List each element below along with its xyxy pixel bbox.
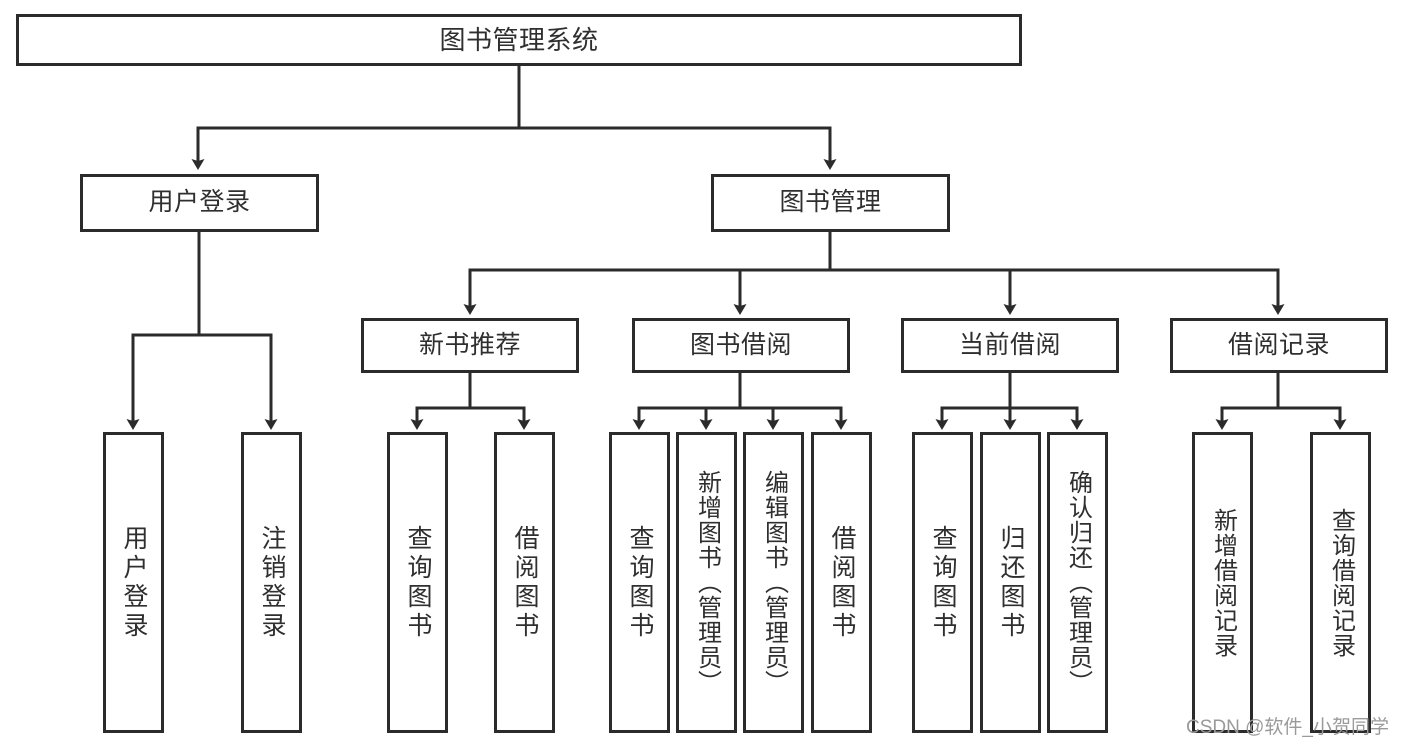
- leaf-logout[interactable]: 注销登录: [241, 432, 302, 733]
- leaf-return-book[interactable]: 归还图书: [980, 432, 1041, 733]
- node-borrow-records[interactable]: 借阅记录: [1170, 318, 1388, 373]
- leaf-borrow-book[interactable]: 借阅图书: [811, 432, 872, 733]
- node-label: 用户登录: [148, 188, 251, 217]
- node-label: 注销登录: [258, 524, 286, 641]
- watermark: CSDN @软件_小贺同学: [1186, 717, 1389, 738]
- node-label: 编辑图书（管理员）: [760, 470, 788, 695]
- leaf-borrow-book-recommend[interactable]: 借阅图书: [494, 432, 555, 733]
- node-new-book-recommend[interactable]: 新书推荐: [361, 318, 579, 373]
- node-book-borrow[interactable]: 图书借阅: [632, 318, 850, 373]
- node-root-system[interactable]: 图书管理系统: [16, 14, 1022, 66]
- node-label: 查询图书: [929, 524, 957, 641]
- node-label: 查询图书: [404, 524, 432, 641]
- leaf-add-borrow-record[interactable]: 新增借阅记录: [1192, 432, 1253, 733]
- node-label: 查询图书: [626, 524, 654, 641]
- leaf-query-book-current[interactable]: 查询图书: [912, 432, 973, 733]
- node-label: 当前借阅: [958, 330, 1061, 359]
- node-label: 图书管理系统: [439, 24, 599, 55]
- leaf-edit-book-admin[interactable]: 编辑图书（管理员）: [743, 432, 804, 733]
- leaf-user-login[interactable]: 用户登录: [103, 432, 164, 733]
- node-label: 确认归还（管理员）: [1064, 470, 1092, 695]
- leaf-query-book-recommend[interactable]: 查询图书: [387, 432, 448, 733]
- node-label: 借阅图书: [828, 524, 856, 641]
- node-label: 查询借阅记录: [1327, 507, 1355, 658]
- node-label: 归还图书: [997, 524, 1025, 641]
- node-label: 借阅记录: [1227, 330, 1330, 359]
- node-current-borrow[interactable]: 当前借阅: [901, 318, 1119, 373]
- node-label: 新增借阅记录: [1209, 507, 1237, 658]
- leaf-query-book-borrow[interactable]: 查询图书: [609, 432, 670, 733]
- leaf-add-book-admin[interactable]: 新增图书（管理员）: [676, 432, 737, 733]
- node-label: 图书管理: [779, 188, 882, 217]
- node-label: 用户登录: [120, 524, 148, 641]
- leaf-query-borrow-record[interactable]: 查询借阅记录: [1310, 432, 1371, 733]
- node-user-login[interactable]: 用户登录: [80, 174, 319, 232]
- node-label: 借阅图书: [511, 524, 539, 641]
- leaf-confirm-return-admin[interactable]: 确认归还（管理员）: [1047, 432, 1108, 733]
- node-book-management[interactable]: 图书管理: [711, 174, 950, 232]
- node-label: 图书借阅: [689, 330, 792, 359]
- node-label: 新书推荐: [418, 330, 521, 359]
- node-label: 新增图书（管理员）: [693, 470, 721, 695]
